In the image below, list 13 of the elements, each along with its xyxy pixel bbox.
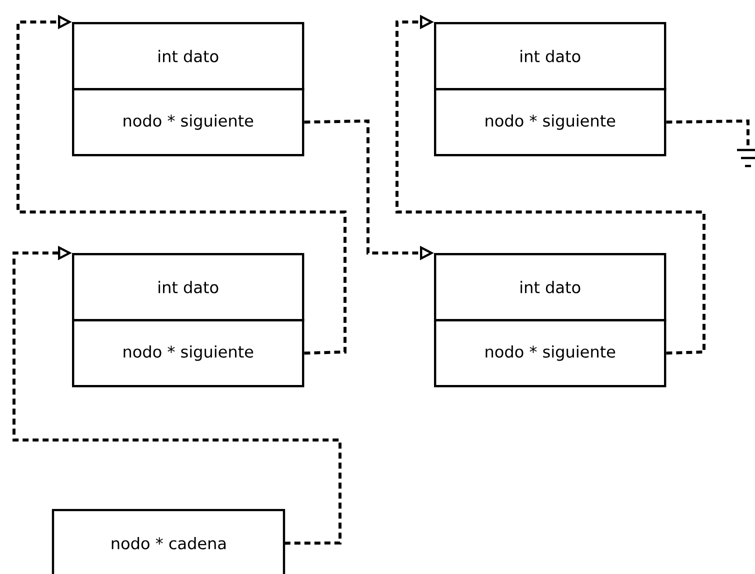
cell-box: nodo * siguiente — [72, 88, 304, 156]
pointer-box: nodo * cadena — [52, 508, 286, 574]
cell-box: nodo * siguiente — [72, 319, 304, 388]
cell-box: int dato — [72, 22, 304, 90]
cell-box: int dato — [72, 253, 304, 322]
pointer-arrow — [16, 14, 346, 355]
cell-box: nodo * siguiente — [434, 88, 666, 156]
pointer-arrow — [12, 246, 342, 545]
cell-box: nodo * siguiente — [434, 319, 666, 388]
cell-box: int dato — [434, 253, 666, 322]
ground-symbol — [736, 148, 755, 168]
pointer-arrow — [396, 14, 706, 355]
cell-box: int dato — [434, 22, 666, 90]
